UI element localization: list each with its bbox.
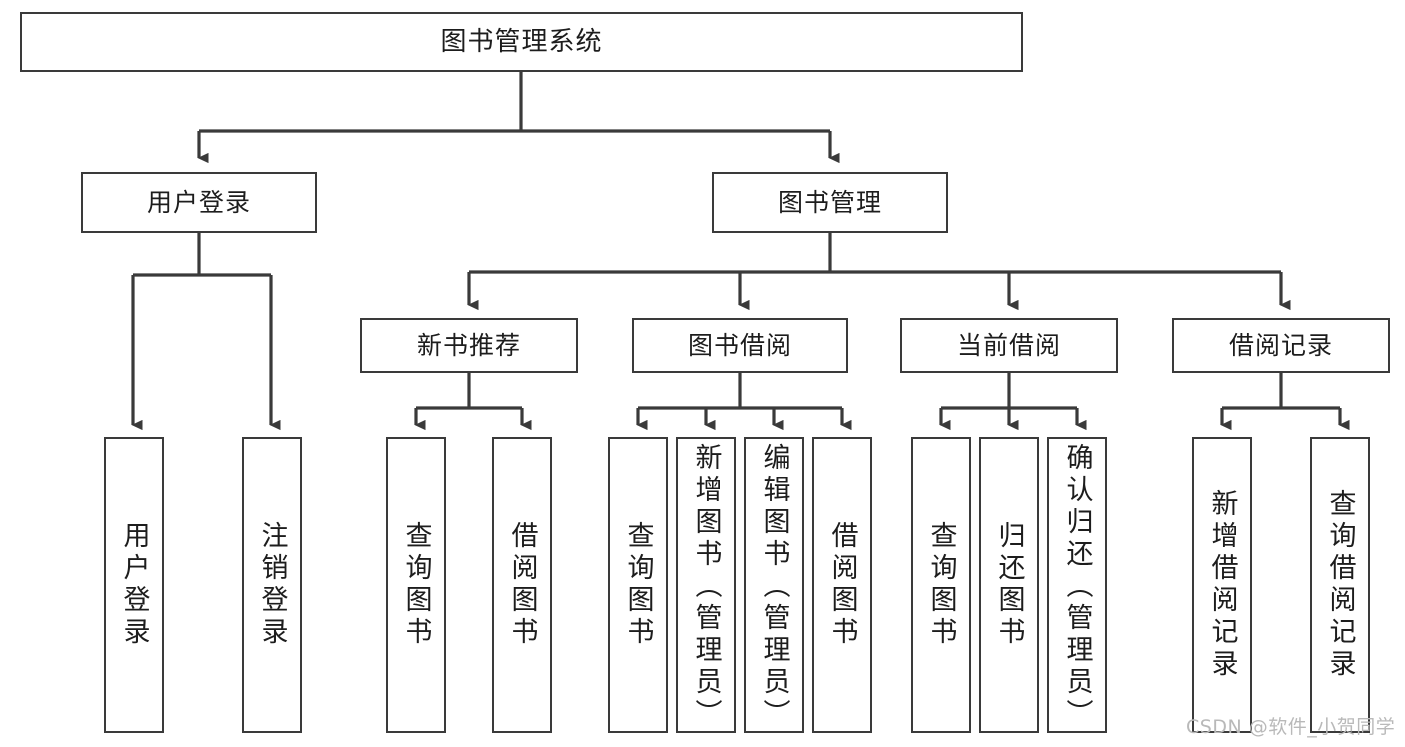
node-leaf-add-book[interactable]: 新增图书（管理员） <box>676 437 736 733</box>
node-borrow-record[interactable]: 借阅记录 <box>1172 318 1390 373</box>
node-root[interactable]: 图书管理系统 <box>20 12 1023 72</box>
node-borrow-record-label: 借阅记录 <box>1228 330 1333 360</box>
node-book-management[interactable]: 图书管理 <box>712 172 948 233</box>
node-leaf-borrow-book-2-label: 借阅图书 <box>826 521 858 649</box>
node-leaf-logout[interactable]: 注销登录 <box>242 437 302 733</box>
node-leaf-add-record-label: 新增借阅记录 <box>1206 489 1238 681</box>
node-leaf-user-login-label: 用户登录 <box>118 521 150 649</box>
node-current-borrow-label: 当前借阅 <box>956 330 1061 360</box>
node-book-management-label: 图书管理 <box>777 187 882 217</box>
node-user-login-label: 用户登录 <box>146 187 251 217</box>
node-leaf-query-book-3[interactable]: 查询图书 <box>911 437 971 733</box>
node-leaf-query-book-2[interactable]: 查询图书 <box>608 437 668 733</box>
node-book-borrow-label: 图书借阅 <box>687 330 792 360</box>
node-leaf-query-book-1-label: 查询图书 <box>400 521 432 649</box>
node-root-label: 图书管理系统 <box>440 26 603 57</box>
node-new-book-recommend-label: 新书推荐 <box>416 330 521 360</box>
node-current-borrow[interactable]: 当前借阅 <box>900 318 1118 373</box>
node-user-login[interactable]: 用户登录 <box>81 172 317 233</box>
node-leaf-query-book-1[interactable]: 查询图书 <box>386 437 446 733</box>
node-leaf-borrow-book-2[interactable]: 借阅图书 <box>812 437 872 733</box>
node-leaf-return-book[interactable]: 归还图书 <box>979 437 1039 733</box>
node-leaf-edit-book-label: 编辑图书（管理员） <box>758 443 790 731</box>
node-leaf-query-book-2-label: 查询图书 <box>622 521 654 649</box>
node-new-book-recommend[interactable]: 新书推荐 <box>360 318 578 373</box>
node-leaf-query-book-3-label: 查询图书 <box>925 521 957 649</box>
watermark-text: CSDN @软件_小贺同学 <box>1186 716 1396 738</box>
node-leaf-return-book-label: 归还图书 <box>993 521 1025 649</box>
node-leaf-confirm-return[interactable]: 确认归还（管理员） <box>1047 437 1107 733</box>
node-leaf-borrow-book-1-label: 借阅图书 <box>506 521 538 649</box>
node-leaf-add-book-label: 新增图书（管理员） <box>690 443 722 731</box>
node-leaf-borrow-book-1[interactable]: 借阅图书 <box>492 437 552 733</box>
node-leaf-query-record-label: 查询借阅记录 <box>1324 489 1356 681</box>
node-leaf-logout-label: 注销登录 <box>256 521 288 649</box>
node-leaf-add-record[interactable]: 新增借阅记录 <box>1192 437 1252 733</box>
node-book-borrow[interactable]: 图书借阅 <box>632 318 848 373</box>
node-leaf-edit-book[interactable]: 编辑图书（管理员） <box>744 437 804 733</box>
node-leaf-confirm-return-label: 确认归还（管理员） <box>1061 443 1093 731</box>
node-leaf-user-login[interactable]: 用户登录 <box>104 437 164 733</box>
node-leaf-query-record[interactable]: 查询借阅记录 <box>1310 437 1370 733</box>
